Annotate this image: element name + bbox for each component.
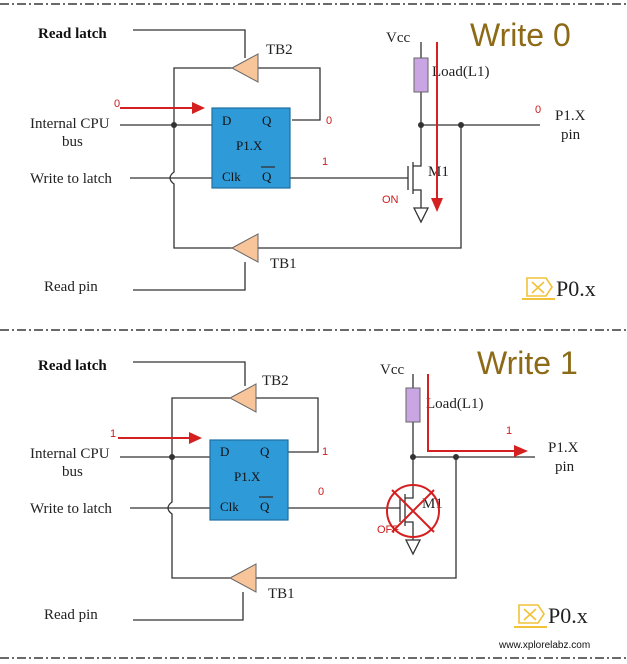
internal-cpu-label: Internal CPU (30, 446, 110, 462)
junction (171, 122, 177, 128)
ground-icon (412, 207, 430, 224)
junction (169, 454, 175, 460)
read-pin-wire (133, 592, 244, 621)
tb1-output-wire (167, 457, 230, 579)
tb1-label: TB1 (268, 586, 295, 602)
latch-qbar-label: Q (262, 169, 272, 184)
latch-block (209, 439, 289, 521)
q-value: 1 (322, 446, 328, 458)
read-latch-label: Read latch (38, 358, 107, 374)
current-arrow-head (514, 445, 528, 457)
junction (418, 122, 424, 128)
current-arrow (427, 374, 514, 452)
transistor-state: OFF (377, 524, 399, 536)
latch-name-label: P1.X (234, 469, 261, 484)
latch-qbar-label: Q (260, 499, 270, 514)
read-pin-wire (133, 262, 246, 291)
bus-label: bus (62, 134, 83, 150)
panel-write-0: Write 0 Read latch Internal CPU bus Writ… (30, 17, 596, 301)
brand-label: P0.x (548, 603, 588, 628)
load-label: Load(L1) (426, 396, 483, 412)
q-value: 0 (326, 115, 332, 127)
input-arrow-head (192, 102, 205, 114)
vcc-label: Vcc (386, 30, 410, 46)
latch-d-label: D (222, 113, 231, 128)
off-cross-icon (386, 484, 440, 538)
m1-label: M1 (428, 164, 449, 180)
tb2-label: TB2 (262, 373, 289, 389)
q-feedback-wire (256, 397, 319, 453)
pin-label-2: pin (555, 459, 575, 475)
input-value: 1 (110, 428, 116, 440)
tb1-label: TB1 (270, 256, 297, 272)
qbar-value: 1 (322, 156, 328, 168)
tb1-buffer (230, 233, 259, 263)
transistor-icon (399, 492, 422, 556)
panel-title: Write 0 (470, 17, 571, 53)
tb1-input-wire (256, 457, 457, 579)
junction (458, 122, 464, 128)
brand-logo-icon (522, 277, 555, 300)
panel-title: Write 1 (477, 345, 578, 381)
tb1-buffer (228, 563, 257, 593)
load-label: Load(L1) (432, 64, 489, 80)
internal-cpu-label: Internal CPU (30, 116, 110, 132)
read-latch-wire (133, 361, 246, 386)
transistor-state: ON (382, 194, 399, 206)
website-label: www.xplorelabz.com (498, 640, 590, 651)
input-value: 0 (114, 98, 120, 110)
brand-logo-icon (514, 604, 547, 628)
read-pin-label: Read pin (44, 279, 98, 295)
latch-d-label: D (220, 444, 229, 459)
tb2-buffer (230, 53, 259, 83)
write-to-latch-label: Write to latch (30, 501, 112, 517)
latch-name-label: P1.X (236, 138, 263, 153)
latch-q-label: Q (262, 113, 272, 128)
read-latch-wire (133, 29, 246, 58)
load-resistor (405, 387, 421, 423)
read-pin-label: Read pin (44, 607, 98, 623)
junction (453, 454, 459, 460)
tb1-output-wire (169, 125, 232, 249)
ground-icon (404, 539, 422, 556)
read-latch-label: Read latch (38, 26, 107, 42)
q-feedback-wire (258, 67, 321, 121)
latch-clk-label: Clk (222, 169, 241, 184)
input-arrow-head (189, 432, 202, 444)
pin-label: P1.X (548, 440, 579, 456)
panel-write-1: Write 1 Read latch Internal CPU bus Writ… (30, 345, 590, 651)
latch-q-label: Q (260, 444, 270, 459)
brand-label: P0.x (556, 276, 596, 301)
write-to-latch-label: Write to latch (30, 171, 112, 187)
current-arrow-head (431, 198, 443, 212)
transistor-icon (407, 160, 430, 224)
qbar-value: 0 (318, 486, 324, 498)
pin-label-2: pin (561, 127, 581, 143)
bus-label: bus (62, 464, 83, 480)
tb2-buffer (228, 383, 257, 413)
tb2-label: TB2 (266, 42, 293, 58)
latch-block (211, 107, 291, 189)
vcc-label: Vcc (380, 362, 404, 378)
tb1-input-wire (258, 125, 462, 249)
load-resistor (413, 57, 429, 93)
feedback-upper (173, 67, 232, 125)
latch-clk-label: Clk (220, 499, 239, 514)
pin-label: P1.X (555, 108, 586, 124)
pin-value: 0 (535, 104, 541, 116)
pin-value: 1 (506, 425, 512, 437)
junction (410, 454, 416, 460)
